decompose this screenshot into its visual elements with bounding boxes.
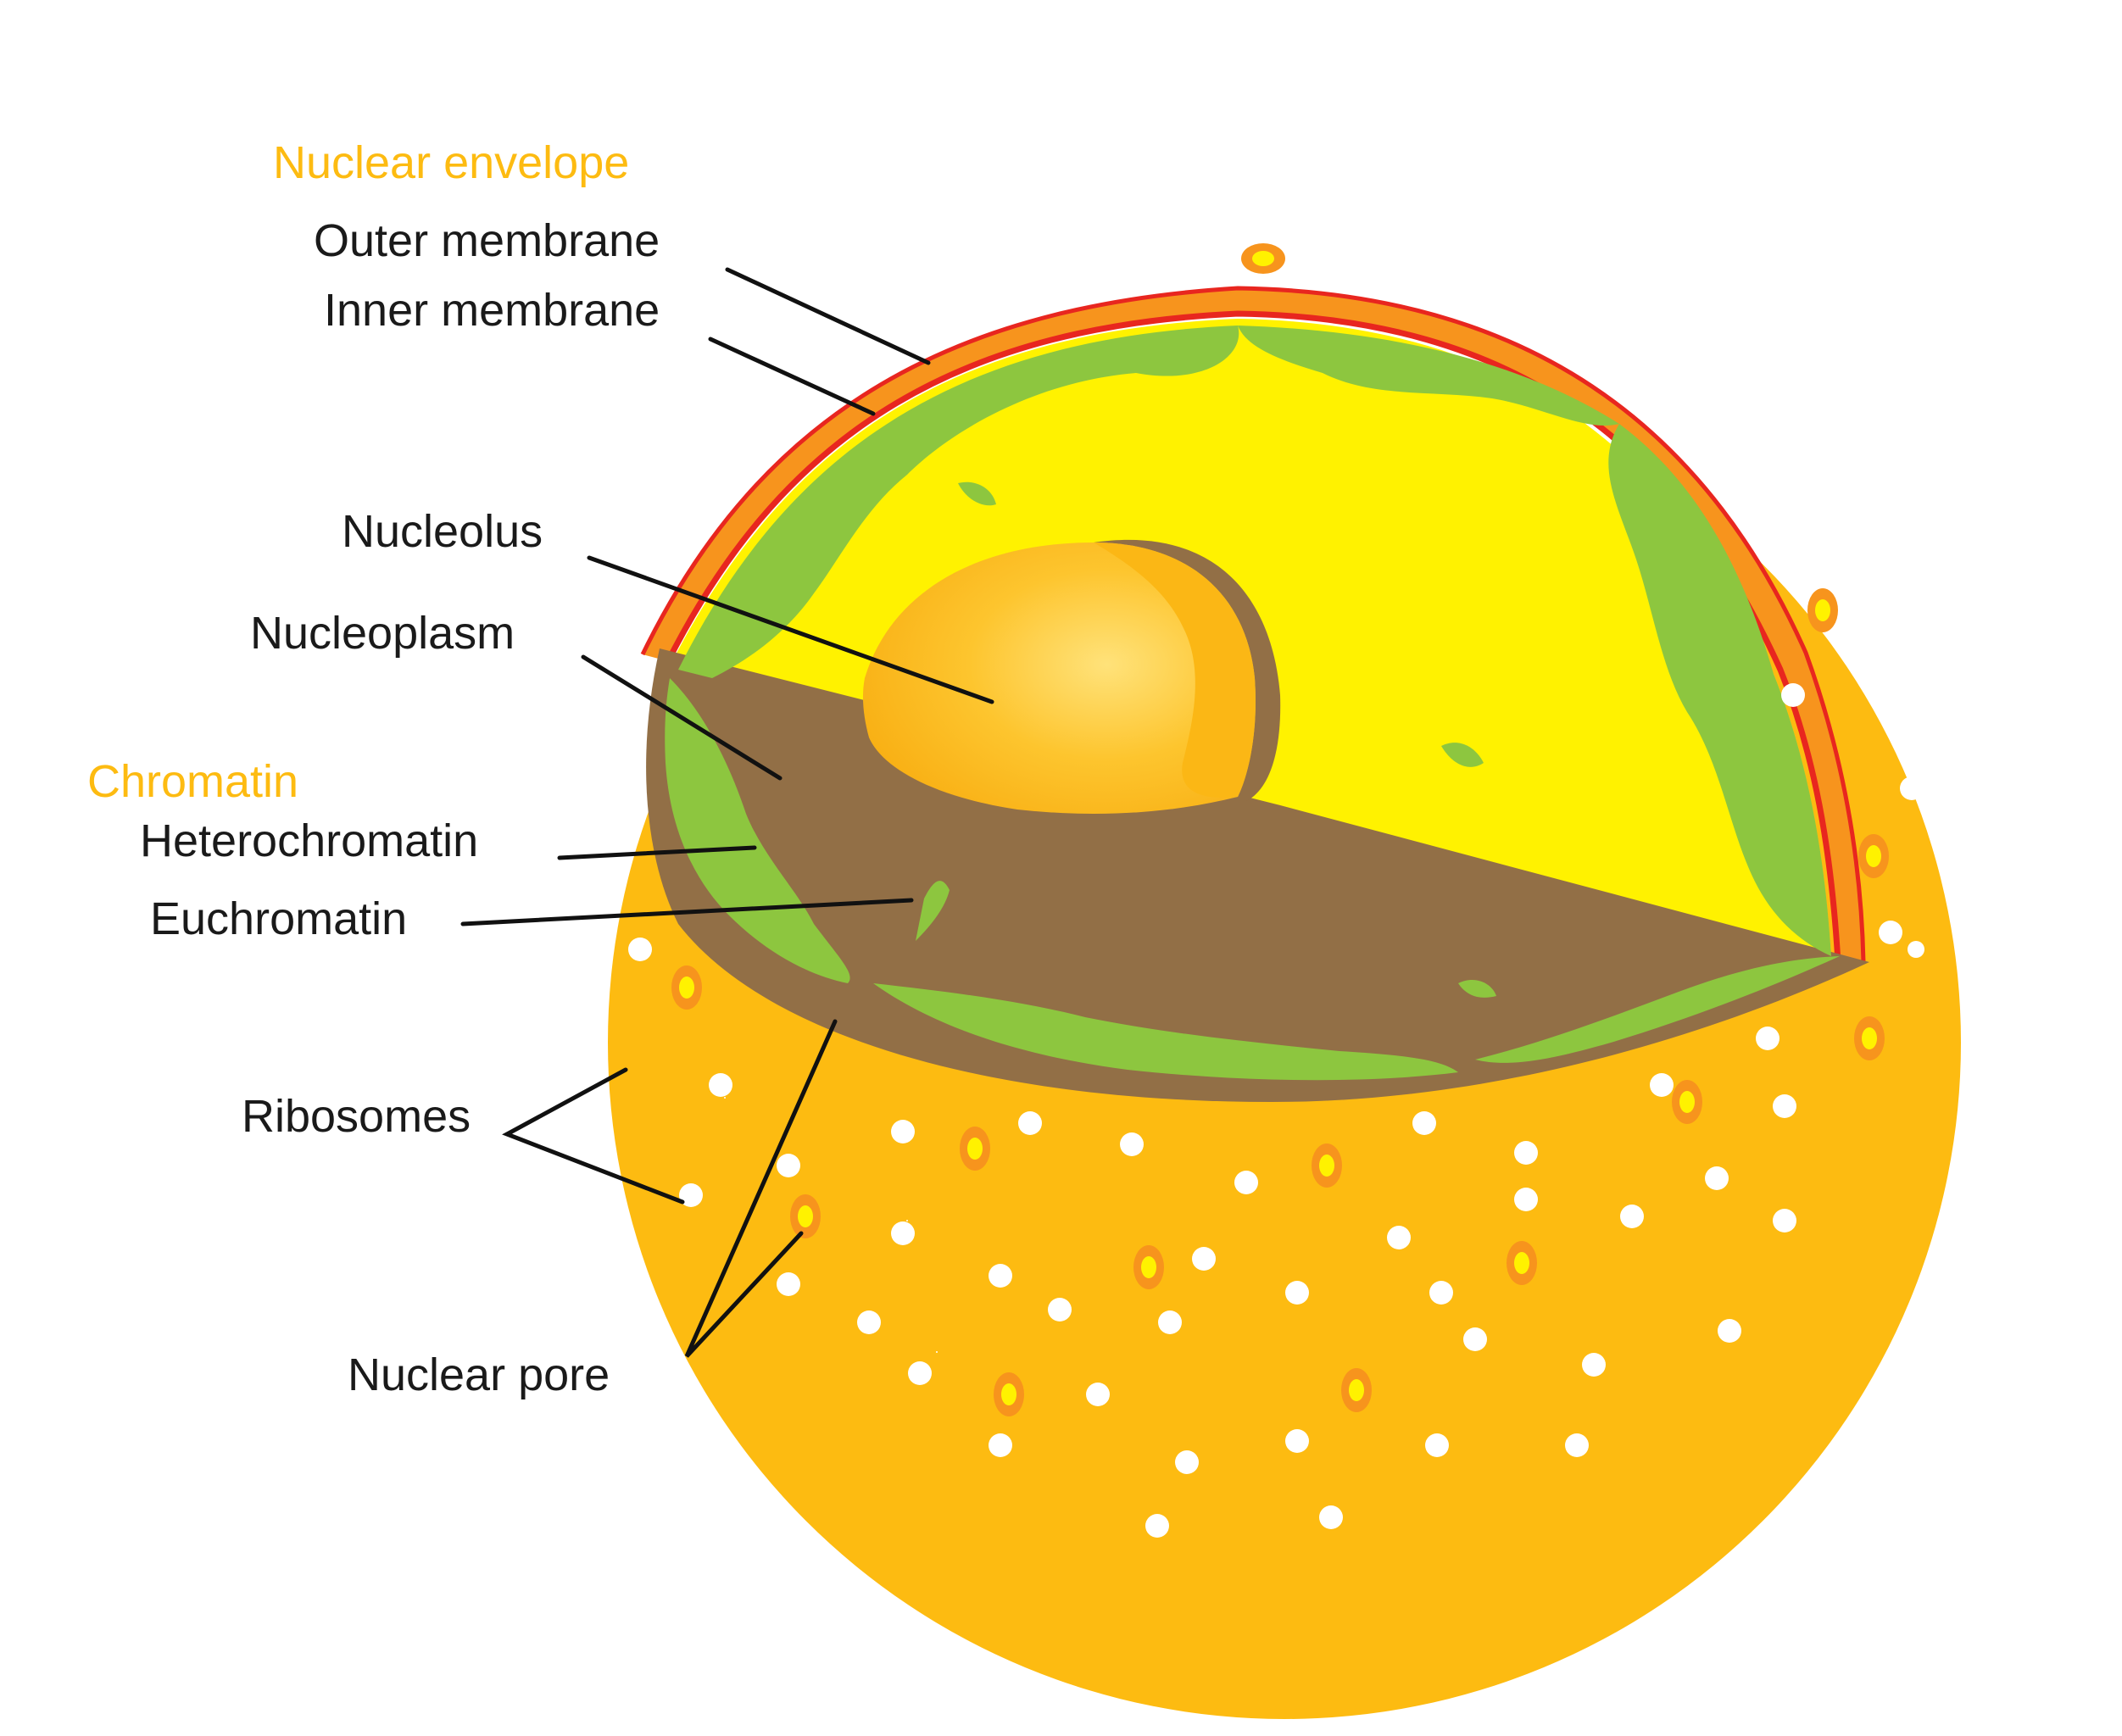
ribosomes — [628, 234, 1924, 1538]
leader-outer-membrane — [725, 267, 931, 365]
nucleolus — [862, 542, 1256, 814]
leader-nucleolus — [587, 555, 994, 704]
leader-nuclear-pore — [684, 1019, 838, 1358]
label-nucleolus: Nucleolus — [342, 506, 543, 557]
label-heterochromatin: Heterochromatin — [140, 815, 478, 866]
inner-membrane-line — [665, 310, 1841, 963]
leader-euchromatin — [460, 898, 914, 926]
nucleolus-inner-cut — [1094, 542, 1256, 798]
nuclear-pores — [671, 243, 1889, 1416]
label-outer-membrane: Outer membrane — [314, 215, 660, 266]
label-euchromatin: Euchromatin — [150, 893, 407, 944]
outer-membrane-line — [640, 286, 1866, 963]
heading-chromatin: Chromatin — [87, 756, 298, 807]
leader-heterochromatin — [557, 845, 757, 860]
label-ribosomes: Ribosomes — [242, 1091, 471, 1142]
label-inner-membrane: Inner membrane — [324, 285, 660, 336]
label-nucleoplasm: Nucleoplasm — [250, 608, 515, 659]
leader-lines — [460, 267, 994, 1358]
label-nuclear-pore: Nuclear pore — [348, 1349, 610, 1400]
leader-ribosomes — [502, 1067, 685, 1205]
heading-nuclear-envelope: Nuclear envelope — [273, 137, 629, 188]
leader-nucleoplasm — [581, 654, 783, 781]
leader-inner-membrane — [708, 337, 876, 416]
